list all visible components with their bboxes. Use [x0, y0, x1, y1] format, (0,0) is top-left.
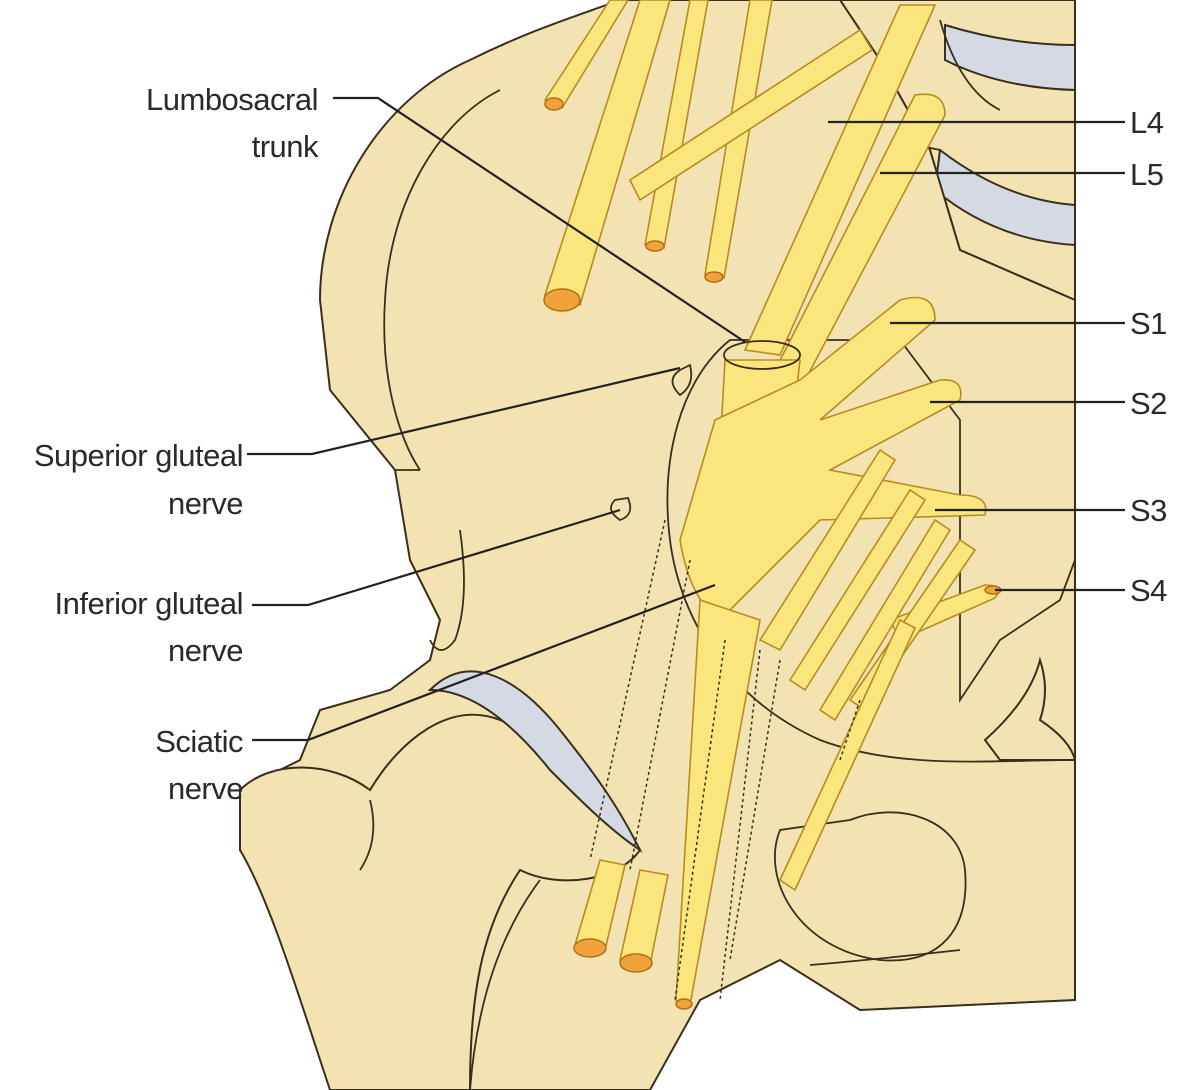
- label-s2: S2: [1130, 386, 1167, 421]
- label-l5: L5: [1130, 157, 1163, 192]
- label-superior-gluteal-line2: nerve: [168, 486, 243, 521]
- label-superior-gluteal-line1: Superior gluteal: [34, 438, 243, 473]
- label-inferior-gluteal-line2: nerve: [168, 633, 243, 668]
- label-s1: S1: [1130, 306, 1167, 341]
- label-lumbosacral-trunk-line2: trunk: [252, 129, 319, 164]
- label-l4: L4: [1130, 105, 1164, 140]
- label-sciatic-line1: Sciatic: [155, 724, 243, 759]
- label-s3: S3: [1130, 493, 1167, 528]
- label-inferior-gluteal-line1: Inferior gluteal: [55, 586, 243, 621]
- label-s4: S4: [1130, 573, 1167, 608]
- label-sciatic-line2: nerve: [168, 771, 243, 806]
- label-lumbosacral-trunk-line1: Lumbosacral: [146, 82, 318, 117]
